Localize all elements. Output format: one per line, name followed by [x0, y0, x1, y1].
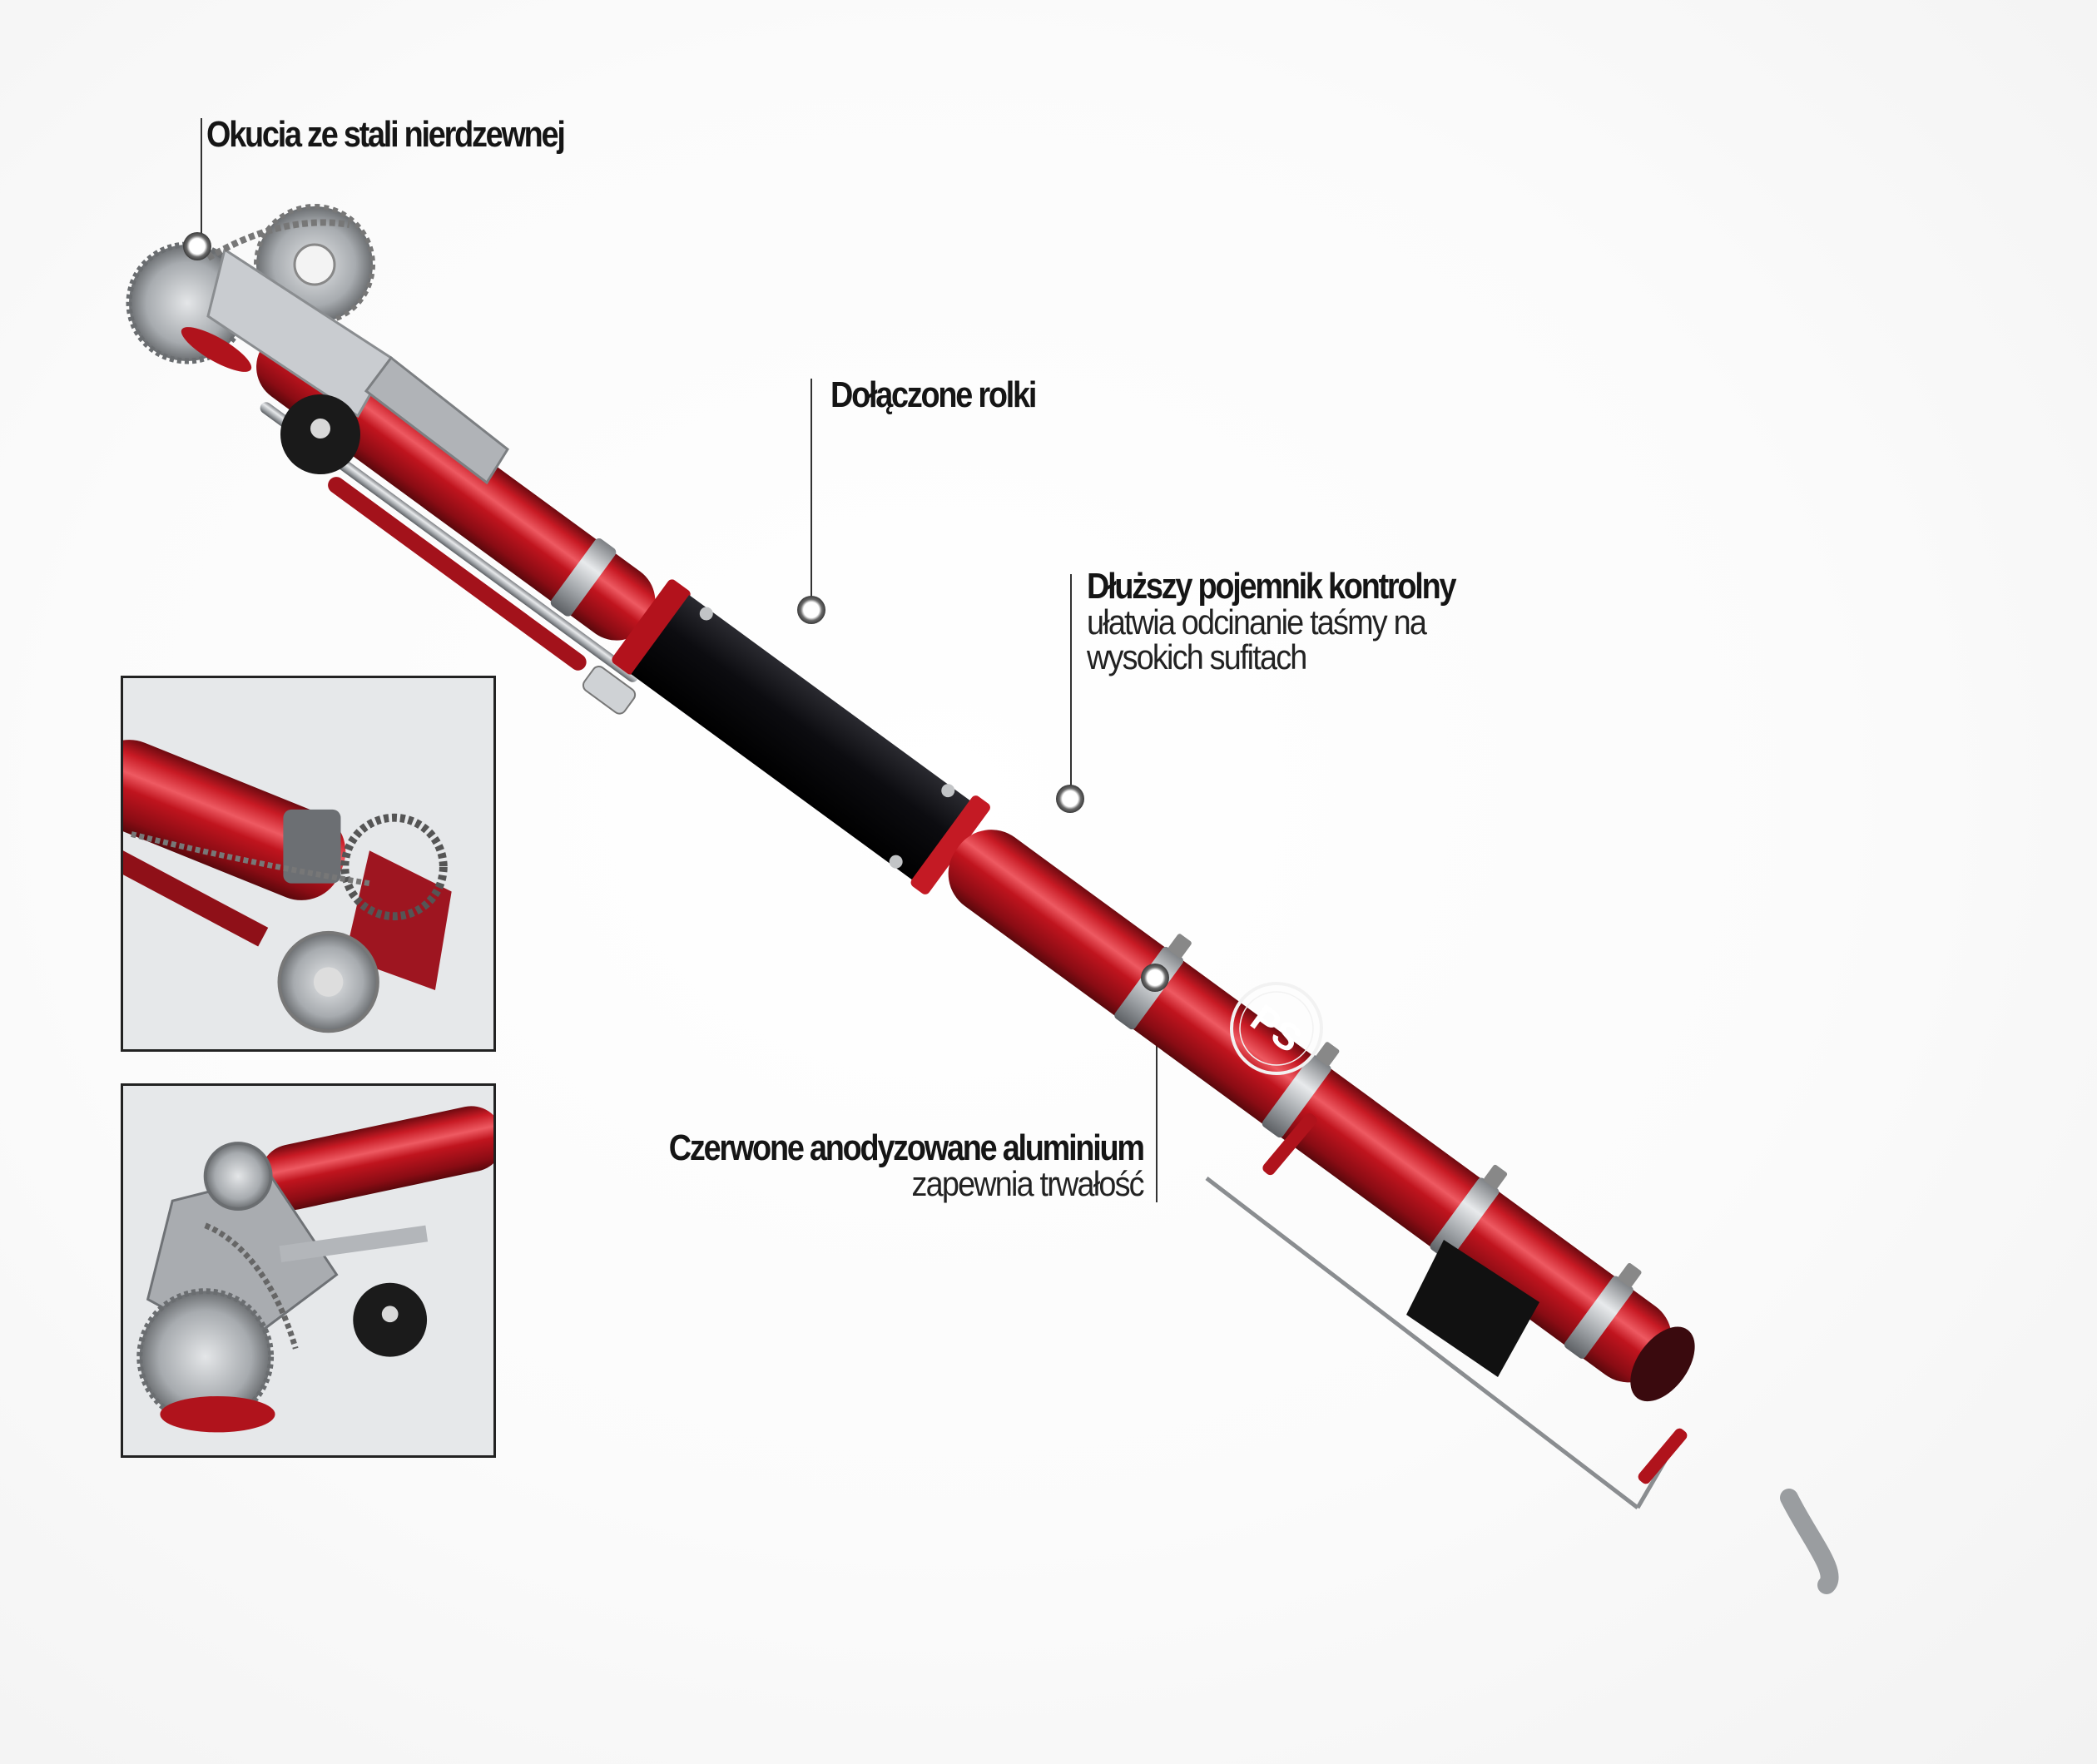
flange-red: [910, 795, 990, 894]
steel-rod-upper: [260, 402, 639, 682]
callout-aluminium: Czerwone anodyzowane aluminium zapewnia …: [592, 1127, 1145, 1203]
band-3: [1430, 1177, 1500, 1261]
inset-head-detail-bottom: [121, 1083, 496, 1458]
creaser-wheel-red: [181, 327, 252, 372]
callout-rollers-title: Dołączone rolki: [830, 374, 1037, 415]
callout-container-title: Dłuższy pojemnik kontrolny: [1087, 566, 1457, 607]
guide-rail: [364, 355, 509, 485]
marker-container: [1056, 785, 1084, 813]
large-gear-hub: [293, 243, 336, 286]
callout-aluminium-title: Czerwone anodyzowane aluminium: [668, 1127, 1145, 1168]
cutter-housing: [1406, 1240, 1539, 1377]
end-hook: [1780, 1489, 1839, 1594]
cutter-wheel-hub: [310, 419, 330, 439]
control-container: [631, 594, 972, 881]
marker-aluminium: [1141, 964, 1169, 992]
trigger-lever-red-2: [1638, 1428, 1688, 1484]
steel-head: [126, 204, 509, 485]
marker-fittings: [183, 232, 211, 260]
trigger-rod-assembly: [1205, 1112, 1839, 1594]
trigger-rod: [1205, 1177, 1639, 1509]
marker-rollers: [797, 596, 825, 624]
callout-fittings-title: Okucia ze stali nierdzewnej: [206, 114, 566, 155]
band-4: [1564, 1276, 1633, 1359]
callout-container-line1: ułatwia odcinanie taśmy na: [1087, 602, 1427, 642]
container-screw-2: [941, 784, 955, 798]
callout-markers: [183, 232, 1169, 992]
callout-container: Dłuższy pojemnik kontrolny ułatwia odcin…: [1087, 568, 1514, 675]
knurled-knob: [582, 666, 637, 715]
bracket-tab-4: [1618, 1263, 1642, 1287]
clamp-red-1: [612, 579, 691, 675]
head-bracket: [206, 247, 394, 419]
callout-fittings: Okucia ze stali nierdzewnej: [206, 116, 622, 153]
bracket-tab-3: [1484, 1164, 1508, 1189]
bracket-tab-1: [1167, 934, 1192, 959]
trigger-lever-red-1: [1262, 1112, 1317, 1176]
container-screw-1: [699, 607, 713, 621]
callout-aluminium-line1: zapewnia trwałość: [911, 1164, 1145, 1203]
callout-container-line2: wysokich sufitach: [1087, 637, 1307, 676]
collar-1: [550, 538, 617, 617]
inset-head-detail-top: [121, 676, 496, 1052]
bracket-tab-2: [1316, 1042, 1340, 1067]
red-rod-upper: [328, 477, 587, 671]
band-2: [1262, 1054, 1331, 1138]
lower-red-tube: [948, 830, 1673, 1383]
container-screw-3: [889, 855, 903, 869]
end-cap: [1630, 1326, 1695, 1402]
callout-rollers: Dołączone rolki: [830, 377, 1068, 414]
drive-chain: [206, 219, 350, 261]
